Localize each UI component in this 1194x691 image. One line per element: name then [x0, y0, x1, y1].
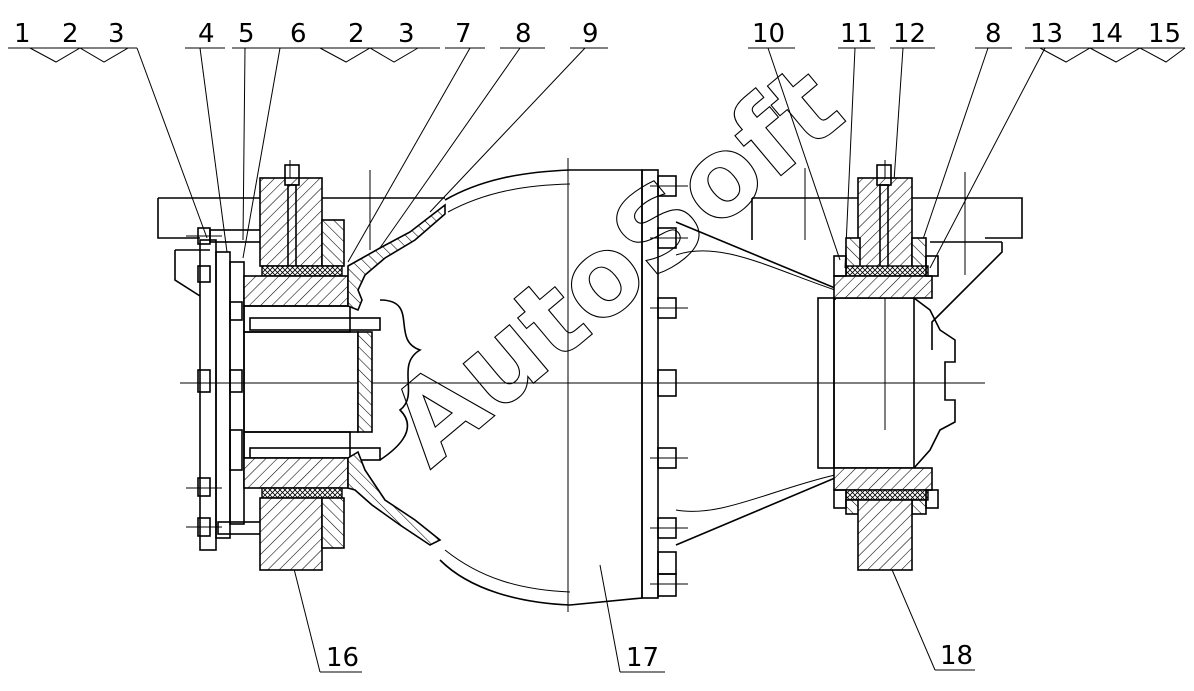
callout-17: 17: [626, 643, 659, 673]
callout-numbers-bottom: 16 17 18: [326, 641, 973, 673]
right-support-frame: [751, 197, 1023, 350]
callout-15: 15: [1148, 19, 1181, 49]
callout-3: 3: [108, 19, 125, 49]
callout-2b: 2: [348, 19, 365, 49]
callout-7: 7: [455, 19, 472, 49]
callout-13: 13: [1030, 19, 1063, 49]
callout-5: 5: [238, 19, 255, 49]
callout-3b: 3: [398, 19, 415, 49]
watermark: AutoSoft: [364, 40, 865, 490]
right-bearing-housing: [833, 164, 939, 571]
callout-14: 14: [1090, 19, 1123, 49]
callout-1: 1: [14, 19, 31, 49]
callout-12: 12: [893, 19, 926, 49]
callout-18: 18: [940, 641, 973, 671]
central-casing: [439, 169, 688, 606]
callout-8b: 8: [985, 19, 1002, 49]
callout-11: 11: [840, 19, 873, 49]
callout-4: 4: [198, 19, 215, 49]
left-casing-flange: [347, 203, 446, 546]
callout-2: 2: [62, 19, 79, 49]
callout-9: 9: [582, 19, 599, 49]
callout-8: 8: [515, 19, 532, 49]
callout-10: 10: [752, 19, 785, 49]
callout-numbers-top: 1 2 3 4 5 6 2 3 7 8 9 10 11 12 8 13 14 1…: [14, 19, 1181, 49]
callout-16: 16: [326, 643, 359, 673]
callout-6: 6: [290, 19, 307, 49]
